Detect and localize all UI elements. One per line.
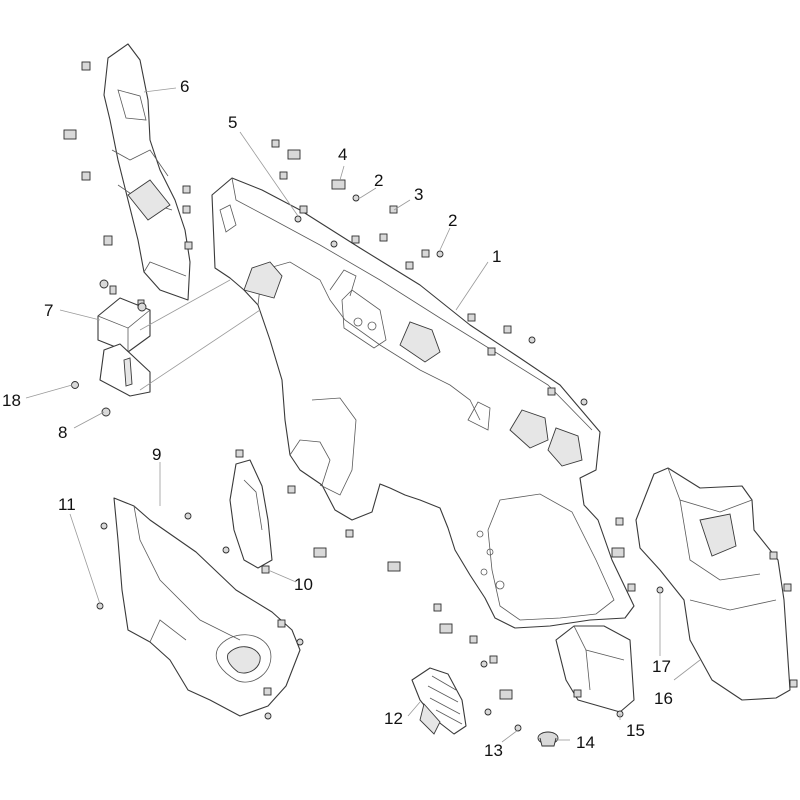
fastener-hardware bbox=[63, 61, 798, 732]
callout-3: 3 bbox=[414, 185, 423, 204]
callout-15: 15 bbox=[626, 721, 645, 740]
relay-module bbox=[97, 285, 151, 353]
callout-11: 11 bbox=[58, 495, 76, 514]
left-side-panel bbox=[113, 497, 301, 717]
callout-17: 17 bbox=[652, 657, 671, 676]
callout-5: 5 bbox=[228, 113, 237, 132]
plug bbox=[537, 731, 559, 747]
right-duct bbox=[635, 467, 791, 701]
upper-duct bbox=[103, 43, 191, 301]
callout-labels: 1 2 2 3 4 5 6 7 8 9 10 11 12 13 14 15 16… bbox=[2, 77, 673, 760]
callout-9: 9 bbox=[152, 445, 161, 464]
leader-lines bbox=[25, 87, 701, 743]
callout-6: 6 bbox=[180, 77, 189, 96]
callout-2-upper: 2 bbox=[374, 171, 383, 190]
callout-16: 16 bbox=[654, 689, 673, 708]
callout-1: 1 bbox=[492, 247, 501, 266]
callout-2-lower: 2 bbox=[448, 211, 457, 230]
relay-terminal bbox=[109, 285, 117, 295]
callout-18: 18 bbox=[2, 391, 21, 410]
callout-10: 10 bbox=[294, 575, 313, 594]
callout-8: 8 bbox=[58, 423, 67, 442]
relay-bracket bbox=[99, 343, 151, 397]
callout-7: 7 bbox=[44, 301, 53, 320]
side-shield bbox=[229, 459, 273, 569]
callout-4: 4 bbox=[338, 145, 347, 164]
lower-shield bbox=[555, 625, 635, 713]
callout-14: 14 bbox=[576, 733, 595, 752]
grommet-boot bbox=[411, 667, 467, 735]
callout-13: 13 bbox=[484, 741, 503, 760]
callout-12: 12 bbox=[384, 709, 403, 728]
main-panel bbox=[211, 177, 635, 629]
